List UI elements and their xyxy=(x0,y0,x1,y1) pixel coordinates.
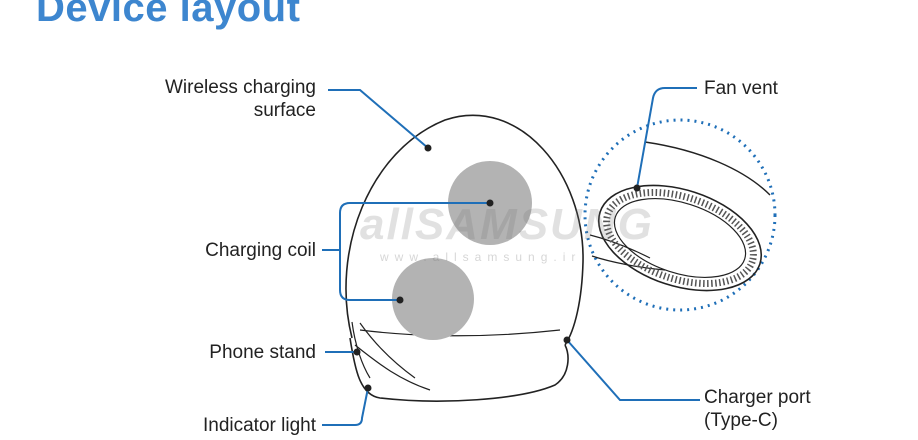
watermark-url: www.allsamsung.ir xyxy=(380,250,582,264)
fan-vent-detail xyxy=(583,118,777,312)
label-charging-coil: Charging coil xyxy=(205,240,316,261)
label-wireless-line1: Wireless charging xyxy=(165,77,316,98)
label-phone-stand: Phone stand xyxy=(209,342,316,363)
callout-lines xyxy=(322,87,700,426)
label-charger-port: Charger port (Type-C) xyxy=(704,386,811,432)
label-wireless-line2: surface xyxy=(253,100,316,121)
label-fan-vent: Fan vent xyxy=(704,78,778,99)
charging-coil-lower xyxy=(392,258,474,340)
callout-dots xyxy=(353,144,641,392)
page-title: Device layout xyxy=(36,0,301,30)
label-wireless-charging-surface: Wireless charging surface xyxy=(165,76,316,122)
label-indicator-light: Indicator light xyxy=(202,415,316,436)
label-charger-port-line2: (Type-C) xyxy=(704,410,778,431)
watermark-logo: allSAMSUNG xyxy=(360,200,654,249)
label-charger-port-line1: Charger port xyxy=(704,387,811,408)
